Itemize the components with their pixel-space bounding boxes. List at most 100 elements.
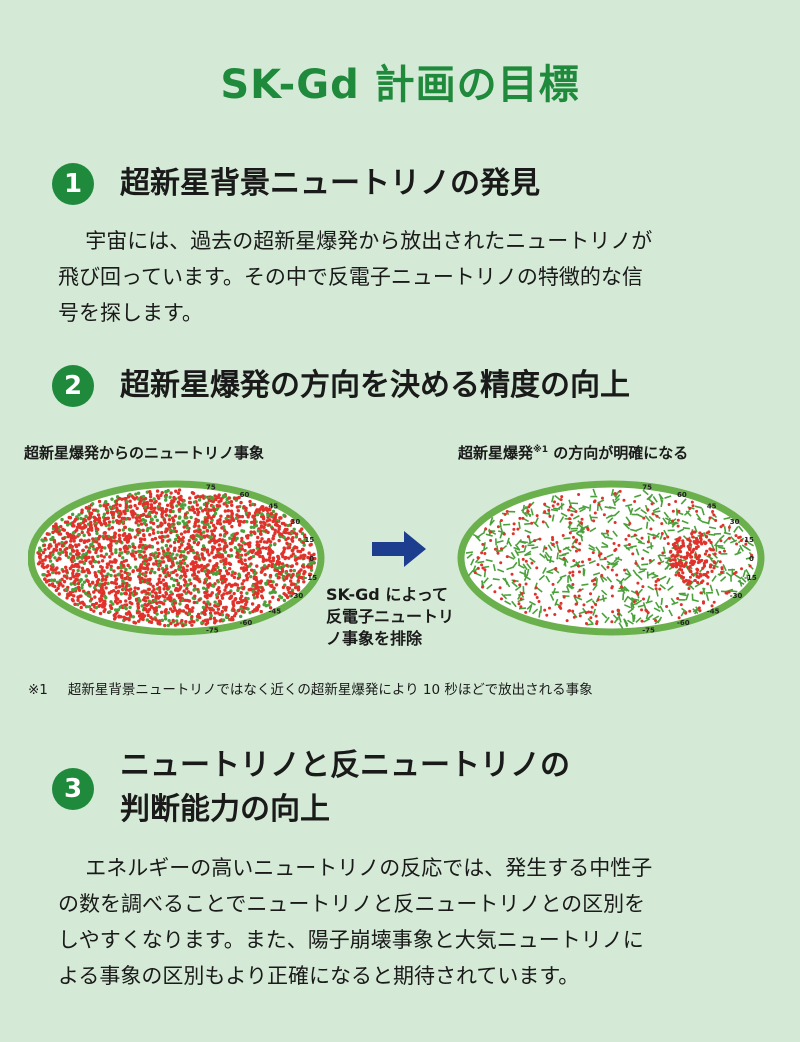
event-dot bbox=[121, 579, 125, 583]
event-mark bbox=[496, 539, 504, 544]
event-mark bbox=[607, 517, 614, 524]
event-dot bbox=[197, 556, 201, 560]
event-dot bbox=[98, 603, 102, 608]
event-dot bbox=[589, 592, 593, 596]
event-dot bbox=[277, 538, 281, 543]
event-dot bbox=[102, 555, 106, 559]
event-dot bbox=[68, 552, 73, 556]
event-dot bbox=[140, 566, 145, 570]
event-dot bbox=[145, 591, 150, 595]
event-dot bbox=[110, 560, 115, 564]
event-dot bbox=[68, 516, 73, 520]
event-dot bbox=[285, 541, 289, 546]
event-dot bbox=[72, 524, 76, 528]
event-dot bbox=[691, 504, 695, 508]
event-dot bbox=[263, 572, 267, 577]
event-dot bbox=[187, 519, 191, 524]
event-dot bbox=[124, 567, 128, 572]
event-dot bbox=[175, 611, 180, 616]
event-dot bbox=[255, 595, 259, 599]
event-dot bbox=[707, 538, 711, 542]
event-dot bbox=[180, 502, 185, 507]
event-dot bbox=[160, 511, 165, 515]
event-mark bbox=[496, 545, 499, 553]
event-dot bbox=[235, 550, 239, 555]
event-dot bbox=[273, 531, 277, 536]
event-dot bbox=[102, 521, 107, 526]
event-dot bbox=[596, 598, 600, 602]
event-dot bbox=[694, 553, 698, 557]
event-dot bbox=[256, 544, 261, 549]
event-mark bbox=[622, 593, 625, 601]
event-dot bbox=[267, 523, 271, 527]
event-dot bbox=[223, 541, 227, 545]
event-mark bbox=[662, 546, 666, 554]
event-mark bbox=[511, 581, 518, 588]
event-dot bbox=[128, 505, 133, 509]
event-mark bbox=[532, 521, 539, 528]
event-mark bbox=[536, 587, 543, 593]
event-dot bbox=[188, 546, 193, 550]
event-mark bbox=[605, 536, 613, 540]
event-dot bbox=[84, 574, 88, 578]
event-dot bbox=[551, 538, 555, 542]
event-dot bbox=[603, 556, 607, 560]
event-dot bbox=[69, 539, 73, 543]
event-mark bbox=[659, 605, 665, 613]
event-dot bbox=[222, 547, 226, 551]
event-dot bbox=[64, 540, 68, 544]
event-dot bbox=[695, 509, 699, 513]
event-dot bbox=[145, 565, 149, 570]
event-dot bbox=[207, 576, 212, 580]
event-mark bbox=[597, 499, 605, 504]
event-dot bbox=[558, 605, 562, 609]
latitude-label: 75 bbox=[642, 484, 652, 492]
event-dot bbox=[142, 533, 146, 538]
event-mark bbox=[613, 510, 620, 517]
event-mark bbox=[654, 532, 661, 539]
event-dot bbox=[75, 556, 80, 560]
event-dot bbox=[216, 580, 220, 584]
event-dot bbox=[291, 573, 295, 577]
event-dot bbox=[215, 503, 219, 508]
event-dot bbox=[119, 569, 123, 573]
event-mark bbox=[600, 564, 607, 571]
event-dot bbox=[64, 553, 69, 558]
event-dot bbox=[148, 582, 153, 586]
event-mark bbox=[618, 622, 624, 629]
section-number-badge: 3 bbox=[52, 768, 94, 810]
event-dot bbox=[85, 578, 89, 582]
event-dot bbox=[113, 574, 117, 578]
event-dot bbox=[84, 524, 88, 529]
event-dot bbox=[184, 619, 188, 624]
event-dot bbox=[244, 506, 248, 510]
event-mark bbox=[685, 583, 693, 588]
event-dot bbox=[689, 555, 693, 559]
event-dot bbox=[165, 508, 169, 512]
event-dot bbox=[152, 562, 156, 566]
section-1-header: 1 超新星背景ニュートリノの発見 bbox=[52, 162, 540, 206]
event-dot bbox=[242, 579, 246, 583]
event-dot bbox=[537, 600, 541, 604]
event-dot bbox=[72, 588, 76, 592]
event-mark bbox=[646, 545, 654, 549]
event-dot bbox=[197, 598, 201, 602]
event-dot bbox=[302, 580, 306, 584]
event-dot bbox=[185, 586, 189, 591]
event-dot bbox=[273, 568, 277, 572]
event-dot bbox=[119, 615, 123, 619]
event-dot bbox=[153, 598, 157, 603]
event-dot bbox=[239, 614, 243, 619]
event-dot bbox=[155, 489, 160, 493]
event-dot bbox=[225, 591, 229, 595]
event-dot bbox=[87, 506, 92, 510]
event-dot bbox=[524, 559, 528, 563]
event-dot bbox=[254, 577, 258, 582]
event-dot bbox=[748, 564, 752, 568]
event-mark bbox=[564, 559, 567, 567]
event-dot bbox=[674, 573, 678, 577]
event-dot bbox=[676, 550, 680, 554]
event-dot bbox=[195, 563, 200, 568]
event-dot bbox=[210, 551, 214, 555]
event-dot bbox=[89, 523, 93, 527]
